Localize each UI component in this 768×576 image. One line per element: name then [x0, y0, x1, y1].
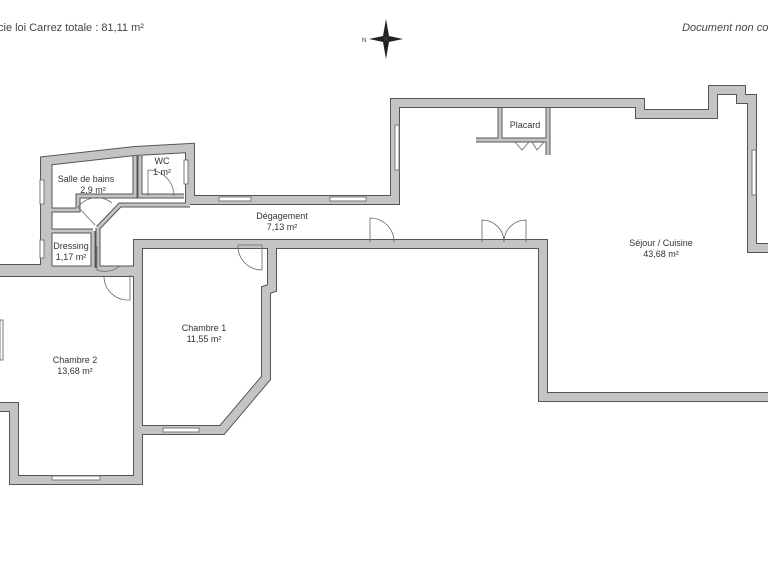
interior-wall-fill: [48, 156, 137, 212]
interior-wall: [96, 202, 190, 230]
total-surface-text: cie loi Carrez totale : 81,11 m²: [0, 22, 144, 34]
compass-rose-icon: N: [362, 19, 403, 59]
doors: [77, 141, 545, 301]
exterior-wall-fill: [138, 244, 276, 434]
room-area-salle-de-bains: 2,9 m²: [80, 185, 106, 195]
room-name-dressing: Dressing: [53, 241, 89, 251]
interior-wall-fill: [96, 203, 190, 230]
room-area-chambre-2: 13,68 m²: [57, 366, 93, 376]
room-name-degagement: Dégagement: [256, 211, 308, 221]
walls: [0, 85, 768, 485]
interior-wall: [476, 108, 551, 155]
room-name-wc: WC: [155, 156, 170, 166]
interior-wall-fill: [138, 156, 184, 198]
windows: [0, 124, 757, 481]
interior-wall-fill: [96, 228, 136, 270]
room-area-wc: 1 m²: [153, 167, 171, 177]
room-area-chambre-1: 11,55 m²: [187, 334, 222, 344]
room-area-degagement: 7,13 m²: [267, 222, 298, 232]
room-name-sejour-cuisine: Séjour / Cuisine: [629, 238, 693, 248]
room-name-salle-de-bains: Salle de bains: [58, 174, 115, 184]
room-labels: Salle de bains 2,9 m² WC 1 m² Dégagement…: [53, 120, 693, 376]
room-area-sejour-cuisine: 43,68 m²: [643, 249, 679, 259]
exterior-wall: [0, 267, 143, 485]
compass-label: N: [362, 38, 366, 44]
interior-wall: [95, 228, 136, 271]
disclaimer-text: Document non cor: [682, 22, 768, 34]
room-name-chambre-1: Chambre 1: [182, 323, 227, 333]
exterior-wall-fill: [134, 240, 768, 480]
exterior-wall-fill: [0, 86, 768, 273]
interior-wall-fill: [48, 210, 95, 270]
room-area-dressing: 1,17 m²: [56, 252, 87, 262]
room-name-placard: Placard: [510, 120, 541, 130]
room-name-chambre-2: Chambre 2: [53, 355, 98, 365]
exterior-wall: [133, 239, 768, 480]
interior-wall-fill: [476, 108, 550, 155]
exterior-wall-fill: [0, 268, 142, 484]
